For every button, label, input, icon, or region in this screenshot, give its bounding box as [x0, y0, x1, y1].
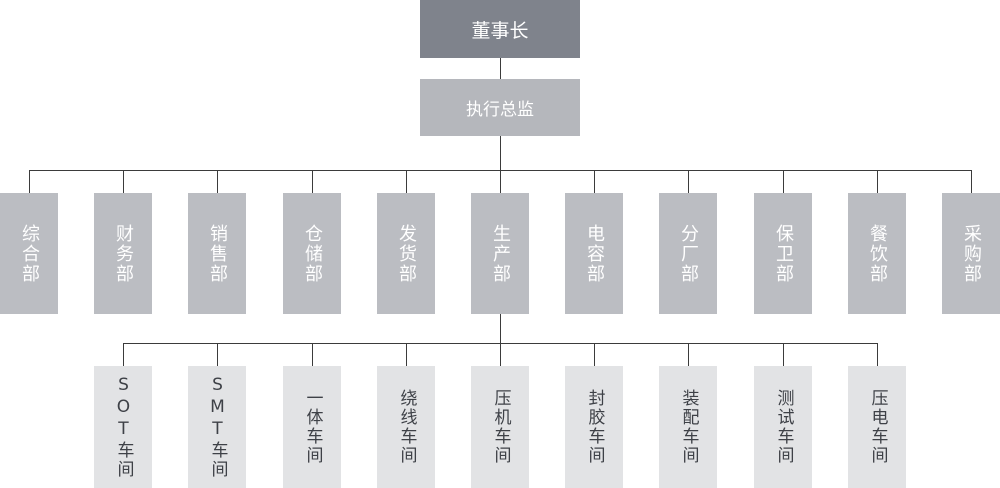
workshop-drop-line — [216, 343, 218, 366]
workshop-node-assembly: 装配车间 — [659, 366, 717, 488]
workshop-label: 封胶车间 — [584, 389, 605, 465]
department-drop-line — [311, 170, 313, 193]
department-node-shipping: 发货部 — [377, 193, 435, 314]
department-drop-line — [405, 170, 407, 193]
workshop-label: SOT车间 — [113, 375, 134, 479]
department-label: 发货部 — [396, 223, 417, 284]
department-label: 采购部 — [961, 223, 982, 284]
workshop-label: SMT车间 — [207, 375, 228, 479]
department-node-security: 保卫部 — [754, 193, 812, 314]
department-node-catering: 餐饮部 — [848, 193, 906, 314]
workshop-label: 测试车间 — [773, 389, 794, 465]
department-node-general-affairs: 综合部 — [0, 193, 58, 314]
workshop-label: 压机车间 — [490, 389, 511, 465]
workshop-node-press: 压机车间 — [471, 366, 529, 488]
department-label: 财务部 — [113, 223, 134, 284]
workshop-node-testing: 测试车间 — [754, 366, 812, 488]
department-node-finance: 财务部 — [94, 193, 152, 314]
department-node-warehousing: 仓储部 — [283, 193, 341, 314]
department-node-purchasing: 采购部 — [942, 193, 1000, 314]
department-label: 仓储部 — [302, 223, 323, 284]
department-node-production: 生产部 — [471, 193, 529, 314]
department-drop-line — [593, 170, 595, 193]
department-label: 餐饮部 — [867, 223, 888, 284]
workshop-drop-line — [122, 343, 124, 366]
workshop-node-encapsulation: 封胶车间 — [565, 366, 623, 488]
workshop-label: 装配车间 — [678, 389, 699, 465]
workshop-label: 绕线车间 — [396, 389, 417, 465]
executive-director-label: 执行总监 — [466, 100, 534, 120]
department-drop-line — [687, 170, 689, 193]
department-label: 销售部 — [207, 223, 228, 284]
workshop-node-integrated: 一体车间 — [283, 366, 341, 488]
department-label: 综合部 — [19, 223, 40, 284]
connector-production-workshops — [499, 314, 501, 343]
department-drop-line — [216, 170, 218, 193]
department-label: 电容部 — [584, 223, 605, 284]
department-node-capacitor: 电容部 — [565, 193, 623, 314]
department-label: 分厂部 — [678, 223, 699, 284]
department-drop-line — [782, 170, 784, 193]
workshop-drop-line — [499, 343, 501, 366]
workshop-drop-line — [687, 343, 689, 366]
department-node-sales: 销售部 — [188, 193, 246, 314]
workshop-drop-line — [593, 343, 595, 366]
workshop-drop-line — [782, 343, 784, 366]
workshop-node-piezoelectric: 压电车间 — [848, 366, 906, 488]
department-drop-line — [970, 170, 972, 193]
workshop-label: 一体车间 — [302, 389, 323, 465]
chairman-node: 董事长 — [420, 0, 580, 58]
department-drop-line — [499, 170, 501, 193]
workshop-drop-line — [405, 343, 407, 366]
workshop-drop-line — [311, 343, 313, 366]
department-drop-line — [122, 170, 124, 193]
chairman-label: 董事长 — [471, 19, 529, 42]
executive-director-node: 执行总监 — [420, 79, 580, 136]
department-drop-line — [876, 170, 878, 193]
workshop-node-winding: 绕线车间 — [377, 366, 435, 488]
workshop-node-smt: SMT车间 — [188, 366, 246, 488]
workshop-label: 压电车间 — [867, 389, 888, 465]
department-drop-line — [28, 170, 30, 193]
department-label: 生产部 — [490, 223, 511, 284]
department-label: 保卫部 — [773, 223, 794, 284]
department-node-branch-factory: 分厂部 — [659, 193, 717, 314]
workshop-node-sot: SOT车间 — [94, 366, 152, 488]
workshop-drop-line — [876, 343, 878, 366]
connector-chairman-director — [499, 58, 501, 79]
connector-director-departments — [499, 136, 501, 170]
